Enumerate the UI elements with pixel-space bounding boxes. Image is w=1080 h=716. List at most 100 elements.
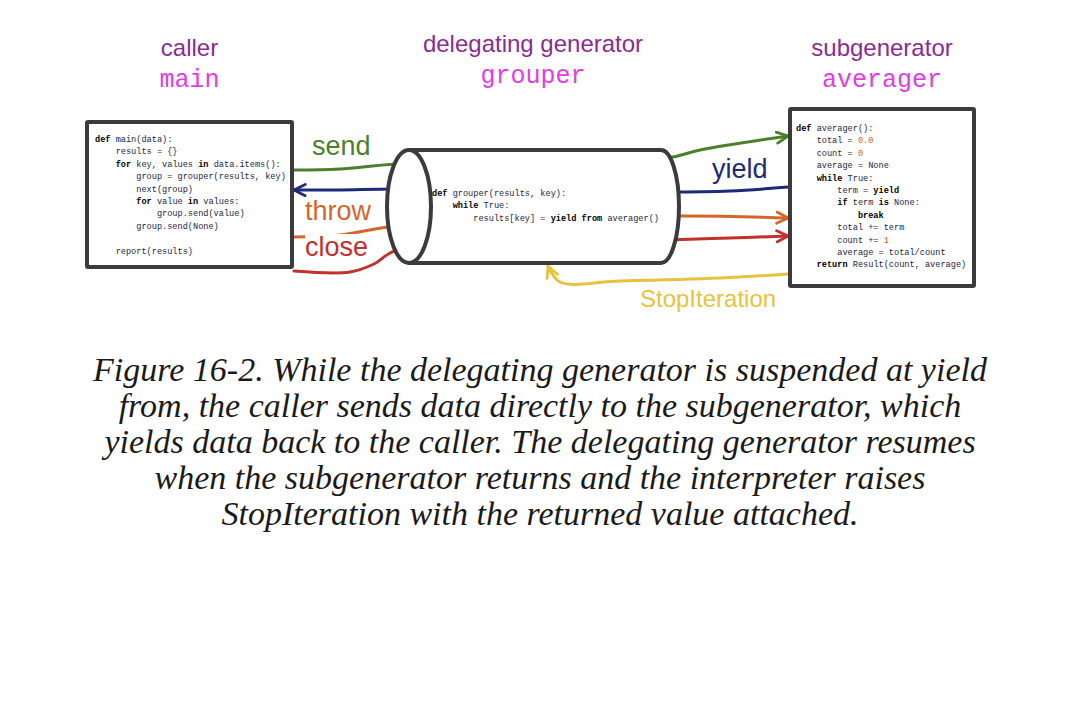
code-line: group.send(None) — [95, 221, 286, 233]
code-token: def — [796, 124, 811, 134]
code-token — [95, 160, 116, 170]
code-token: average = None — [796, 161, 889, 171]
pipe-body — [409, 150, 679, 263]
code-token: grouper(results, key): — [447, 189, 566, 199]
code-line: for value in values: — [95, 196, 286, 208]
code-token: main(data): — [110, 135, 172, 145]
code-token: 1 — [884, 236, 889, 246]
code-token: count = — [796, 149, 858, 159]
code-token: averager() — [602, 214, 659, 224]
code-token: None: — [889, 198, 920, 208]
code-line: total += term — [796, 222, 966, 234]
edge-label: StopIteration — [640, 287, 776, 311]
code-token: Result(count, average) — [848, 260, 967, 270]
code-token: key, values — [131, 160, 198, 170]
code-token: averager(): — [811, 124, 873, 134]
code-token: from — [582, 214, 603, 224]
code-line: group = grouper(results, key) — [95, 171, 286, 183]
code-token: if — [837, 198, 847, 208]
code-listing: def averager(): total = 0.0 count = 0 av… — [796, 123, 966, 272]
code-token: report(results) — [95, 247, 193, 257]
code-line: while True: — [432, 200, 659, 212]
code-token: group = grouper(results, key) — [95, 172, 286, 182]
code-token: next(group) — [95, 185, 193, 195]
figure-caption: Figure 16-2. While the delegating genera… — [90, 352, 990, 532]
role-heading: delegating generator — [423, 30, 643, 58]
code-line: average = total/count — [796, 247, 966, 259]
code-listing: def grouper(results, key): while True: r… — [432, 188, 659, 225]
code-token: term — [848, 198, 879, 208]
code-line: return Result(count, average) — [796, 259, 966, 271]
code-line: count = 0 — [796, 148, 966, 160]
code-token — [796, 211, 858, 221]
role-heading: subgenerator — [811, 34, 952, 62]
code-token — [796, 174, 817, 184]
code-token: results[key] = — [432, 214, 551, 224]
code-listing: def main(data): results = {} for key, va… — [95, 134, 286, 258]
function-name: averager — [822, 67, 942, 96]
code-box: callermaindef main(data): results = {} f… — [85, 120, 294, 269]
code-token: term = — [796, 186, 873, 196]
code-line: total = 0.0 — [796, 135, 966, 147]
code-token: for — [116, 160, 131, 170]
code-token: 0 — [858, 149, 863, 159]
code-token: is — [879, 198, 889, 208]
code-line: for key, values in data.items(): — [95, 159, 286, 171]
code-line: report(results) — [95, 246, 286, 258]
code-line: group.send(value) — [95, 208, 286, 220]
edge-label: throw — [305, 198, 371, 225]
code-box: subgeneratoraveragerdef averager(): tota… — [788, 107, 976, 288]
code-token: True: — [842, 174, 873, 184]
flow-arrow — [548, 266, 788, 284]
code-line: def main(data): — [95, 134, 286, 146]
code-line: def grouper(results, key): — [432, 188, 659, 200]
code-token: while — [453, 201, 479, 211]
pipe-shape — [385, 148, 681, 265]
code-line: results[key] = yield from averager() — [432, 213, 659, 225]
edge-label: yield — [712, 156, 768, 183]
code-token — [576, 214, 581, 224]
code-token: data.items(): — [209, 160, 281, 170]
code-token: for — [136, 197, 151, 207]
code-token: 0.0 — [858, 136, 873, 146]
code-token: average = total/count — [796, 248, 946, 258]
code-token: break — [858, 211, 884, 221]
code-line: while True: — [796, 173, 966, 185]
code-token: group.send(value) — [95, 209, 245, 219]
code-line: break — [796, 210, 966, 222]
code-line: if term is None: — [796, 197, 966, 209]
code-token: yield — [873, 186, 899, 196]
code-token: True: — [478, 201, 509, 211]
code-token: in — [198, 160, 208, 170]
code-line: next(group) — [95, 184, 286, 196]
code-token — [432, 201, 453, 211]
code-token — [796, 260, 817, 270]
code-token — [796, 198, 837, 208]
code-line: average = None — [796, 160, 966, 172]
code-token: total += term — [796, 223, 904, 233]
function-name: main — [159, 67, 219, 96]
code-token: value — [152, 197, 188, 207]
edge-label: close — [305, 234, 368, 261]
pipe-mouth — [387, 150, 431, 263]
code-token — [95, 197, 136, 207]
code-token: group.send(None) — [95, 222, 219, 232]
role-heading: caller — [161, 34, 218, 62]
code-line: def averager(): — [796, 123, 966, 135]
delegating-pipe: delegating generatorgrouperdef grouper(r… — [385, 148, 681, 265]
code-line: term = yield — [796, 185, 966, 197]
edge-label: send — [312, 133, 371, 160]
code-token: in — [188, 197, 198, 207]
code-token: yield — [551, 214, 577, 224]
code-token: def — [432, 189, 447, 199]
code-line: count += 1 — [796, 235, 966, 247]
code-token: def — [95, 135, 110, 145]
function-name: grouper — [480, 63, 585, 92]
code-token: total = — [796, 136, 858, 146]
code-token: count += — [796, 236, 884, 246]
code-token: results = {} — [95, 147, 178, 157]
code-token: return — [817, 260, 848, 270]
code-token: values: — [198, 197, 239, 207]
code-line: results = {} — [95, 146, 286, 158]
code-token: while — [817, 174, 843, 184]
